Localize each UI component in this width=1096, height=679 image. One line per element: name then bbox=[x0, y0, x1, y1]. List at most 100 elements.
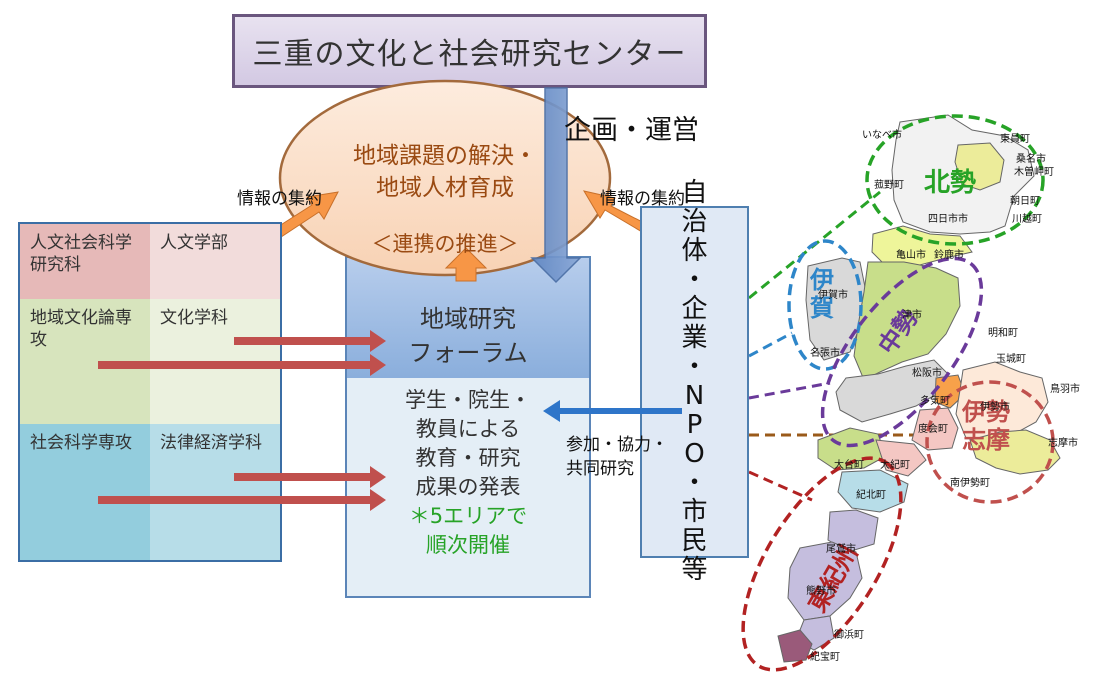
municipality-label: 四日市市 bbox=[928, 214, 968, 225]
forum-title-line1: 地域研究 bbox=[420, 305, 516, 333]
dashed-line-iga bbox=[748, 331, 793, 358]
municipality-label: 菰野町 bbox=[874, 180, 904, 191]
dashed-line-chusei bbox=[748, 381, 831, 400]
municipality-label: 南伊勢町 bbox=[950, 478, 990, 489]
center-title: 三重の文化と社会研究センター bbox=[252, 37, 687, 72]
municipality-label: いなべ市 bbox=[862, 130, 902, 141]
municipality-label: 東員町 bbox=[1000, 134, 1030, 145]
forum-text-line2: 教員による bbox=[415, 417, 521, 441]
info-collection-left: 情報の集約 bbox=[237, 189, 322, 209]
arrow-law-1 bbox=[234, 466, 386, 488]
forum-title-line2: フォーラム bbox=[408, 339, 528, 367]
municipality-label: 鈴鹿市 bbox=[934, 250, 964, 261]
partner-char: ・ bbox=[681, 352, 708, 382]
major-cell-2: 社会科学専攻 bbox=[20, 424, 150, 560]
map-area-shima bbox=[969, 429, 1061, 475]
partner-char: 治 bbox=[681, 207, 708, 237]
participation-line2: 共同研究 bbox=[566, 459, 634, 479]
region-circle-iga bbox=[787, 239, 863, 371]
municipality-label: 伊賀市 bbox=[818, 290, 848, 301]
map-area-kameyama bbox=[871, 225, 973, 267]
info-collection-right: 情報の集約 bbox=[600, 189, 685, 209]
participation-label: 参加・協力・ 共同研究 bbox=[566, 433, 668, 481]
map-area-taki bbox=[934, 374, 966, 409]
partner-char: 業 bbox=[681, 323, 708, 353]
forum-note-line2: 順次開催 bbox=[426, 533, 510, 557]
map-area-kiho bbox=[777, 629, 813, 663]
partners-box: 自 治 体 ・ 企 業 ・ N P O ・ 市 民 等 bbox=[640, 179, 749, 585]
arrow-law-2 bbox=[98, 489, 386, 511]
participation-line1: 参加・協力・ bbox=[566, 435, 668, 455]
map-area-kuwana bbox=[954, 142, 1005, 191]
map-area-watarai bbox=[911, 407, 959, 451]
municipality-label: 松阪市 bbox=[912, 368, 942, 379]
municipality-label: 亀山市 bbox=[896, 250, 926, 261]
municipality-label: 明和町 bbox=[988, 328, 1018, 339]
forum-text-line4: 成果の発表 bbox=[415, 475, 521, 499]
partner-char: 民 bbox=[681, 526, 708, 556]
municipality-label: 伊勢市 bbox=[980, 402, 1010, 413]
regional-issues-ellipse bbox=[278, 79, 612, 277]
region-circle-chusei bbox=[820, 256, 984, 448]
municipality-label: 木曽岬町 bbox=[1014, 167, 1054, 178]
municipality-label: 鳥羽市 bbox=[1050, 384, 1080, 395]
municipality-label: 熊野市 bbox=[806, 586, 836, 597]
partner-char: 等 bbox=[681, 555, 708, 585]
region-circle-iseshima bbox=[925, 380, 1055, 504]
partner-char: P bbox=[686, 410, 703, 440]
dashed-line-higashikishu bbox=[748, 470, 813, 502]
arrow-culture-1 bbox=[234, 330, 386, 352]
region-label-iga: 伊賀 bbox=[810, 266, 834, 322]
dept-cell-2: 法律経済学科 bbox=[150, 424, 280, 560]
ellipse-line3: ＜連携の推進＞ bbox=[371, 232, 519, 256]
map-area-kihoku bbox=[837, 469, 909, 513]
planning-down-arrow bbox=[530, 87, 582, 284]
municipality-label: 度会町 bbox=[918, 424, 948, 435]
municipality-label: 桑名市 bbox=[1016, 154, 1046, 165]
ellipse-line2: 地域人材育成 bbox=[376, 175, 514, 201]
region-circle-hokusei bbox=[865, 114, 1045, 246]
map-area-owase bbox=[827, 509, 879, 553]
municipality-label: 紀北町 bbox=[856, 490, 886, 501]
municipality-label: 川越町 bbox=[1012, 214, 1042, 225]
partner-char: ・ bbox=[681, 468, 708, 498]
municipality-label: 紀宝町 bbox=[810, 652, 840, 663]
faculty-cell: 人文学部 bbox=[150, 224, 280, 299]
region-label-iseshima: 伊勢志摩 bbox=[962, 398, 1010, 454]
center-title-box: 三重の文化と社会研究センター bbox=[232, 14, 707, 88]
planning-label: 企画・運営 bbox=[564, 115, 699, 146]
partner-char: 企 bbox=[681, 294, 708, 324]
partner-char: ・ bbox=[681, 265, 708, 295]
partner-char: 市 bbox=[681, 497, 708, 527]
arrow-culture-2 bbox=[98, 354, 386, 376]
municipality-label: 大紀町 bbox=[880, 460, 910, 471]
region-circle-higashikishu bbox=[741, 456, 903, 672]
department-table: 人文社会科学研究科 人文学部 地域文化論専攻 文化学科 社会科学専攻 法律経済学… bbox=[18, 222, 282, 562]
grad-school-cell: 人文社会科学研究科 bbox=[20, 224, 150, 299]
municipality-label: 名張市 bbox=[810, 348, 840, 359]
forum-text-line3: 教育・研究 bbox=[415, 446, 521, 470]
forum-note-line1: ＊5エリアで bbox=[408, 504, 528, 528]
region-label-hokusei: 北勢 bbox=[924, 168, 977, 198]
partner-char: N bbox=[684, 381, 705, 411]
arrow-participation bbox=[543, 400, 682, 422]
municipality-label: 御浜町 bbox=[834, 630, 864, 641]
arrow-up-from-forum bbox=[444, 247, 488, 282]
municipality-label: 大台町 bbox=[834, 460, 864, 471]
ellipse-line1: 地域課題の解決・ bbox=[353, 143, 537, 169]
partner-char: O bbox=[684, 439, 705, 469]
municipality-label: 朝日町 bbox=[1010, 196, 1040, 207]
map-area-matsusaka bbox=[835, 359, 949, 423]
municipality-label: 玉城町 bbox=[996, 354, 1026, 365]
municipality-label: 津市 bbox=[902, 310, 922, 321]
municipality-label: 志摩市 bbox=[1048, 438, 1078, 449]
forum-text-line1: 学生・院生・ bbox=[405, 388, 531, 412]
partner-char: 体 bbox=[681, 236, 708, 266]
municipality-label: 尾鷲市 bbox=[826, 544, 856, 555]
partner-char: 自 bbox=[681, 178, 708, 208]
map-area-kumano bbox=[787, 541, 863, 621]
map-area-taiki bbox=[875, 439, 927, 477]
municipality-label: 多気町 bbox=[920, 396, 950, 407]
